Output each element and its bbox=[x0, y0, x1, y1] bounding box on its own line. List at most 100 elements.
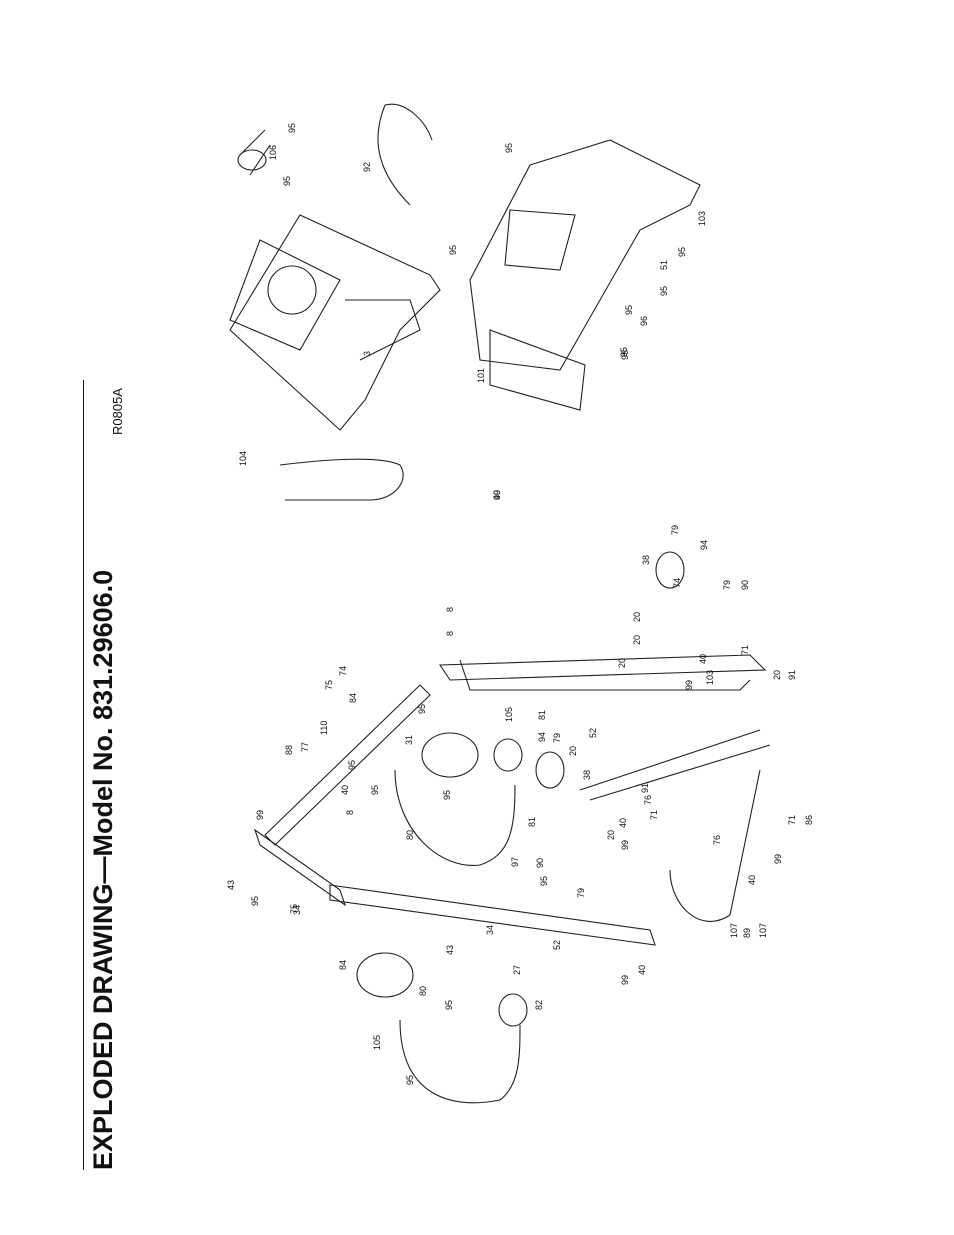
part-callout-20: 20 bbox=[617, 658, 627, 668]
part-callout-38: 38 bbox=[582, 770, 592, 780]
part-callout-88: 88 bbox=[284, 745, 294, 755]
part-callout-43: 43 bbox=[445, 945, 455, 955]
part-callout-76: 76 bbox=[643, 795, 653, 805]
part-callout-75: 75 bbox=[324, 680, 334, 690]
part-callout-31: 31 bbox=[404, 735, 414, 745]
part-callout-71: 71 bbox=[649, 810, 659, 820]
part-callout-74: 74 bbox=[338, 666, 348, 676]
part-callout-27: 27 bbox=[512, 965, 522, 975]
part-callout-106: 106 bbox=[268, 145, 278, 160]
part-callout-52: 52 bbox=[552, 940, 562, 950]
title-divider bbox=[83, 380, 84, 1170]
pod-27-part bbox=[356, 952, 414, 998]
part-callout-3: 3 bbox=[362, 351, 372, 356]
part-callout-96: 96 bbox=[639, 316, 649, 326]
part-callout-95: 95 bbox=[417, 704, 427, 714]
part-callout-101: 101 bbox=[476, 368, 486, 383]
part-callout-110: 110 bbox=[319, 721, 329, 735]
part-callout-80: 80 bbox=[418, 986, 428, 996]
part-callout-91: 91 bbox=[640, 783, 650, 793]
part-callout-79: 79 bbox=[670, 525, 680, 535]
part-callout-95: 95 bbox=[347, 760, 357, 770]
part-callout-95: 95 bbox=[405, 1075, 415, 1085]
wheel-right-part bbox=[655, 551, 685, 589]
part-callout-79: 79 bbox=[552, 733, 562, 743]
part-callout-95: 95 bbox=[620, 350, 630, 360]
part-callout-92: 92 bbox=[362, 162, 372, 172]
part-callout-20: 20 bbox=[632, 612, 642, 622]
side-tube-part bbox=[253, 828, 347, 907]
part-callout-20: 20 bbox=[568, 746, 578, 756]
part-callout-8: 8 bbox=[445, 631, 455, 636]
part-callout-43: 43 bbox=[226, 880, 236, 890]
part-callout-79: 79 bbox=[722, 580, 732, 590]
handlebar-left-part bbox=[399, 1019, 521, 1104]
part-callout-86: 86 bbox=[804, 815, 814, 825]
part-callout-95: 95 bbox=[442, 790, 452, 800]
part-callout-99: 99 bbox=[620, 840, 630, 850]
part-callout-95: 95 bbox=[444, 1000, 454, 1010]
part-callout-105: 105 bbox=[372, 1035, 382, 1050]
part-callout-40: 40 bbox=[747, 875, 757, 885]
part-callout-95: 95 bbox=[539, 876, 549, 886]
part-callout-82: 82 bbox=[534, 1000, 544, 1010]
part-callout-40: 40 bbox=[340, 785, 350, 795]
part-callout-99: 99 bbox=[773, 854, 783, 864]
cup-lower-part bbox=[498, 993, 528, 1027]
part-callout-94: 94 bbox=[537, 732, 547, 742]
part-callout-74: 74 bbox=[672, 578, 682, 588]
part-callout-103: 103 bbox=[697, 211, 707, 226]
part-callout-94: 94 bbox=[699, 540, 709, 550]
part-callout-81: 81 bbox=[527, 817, 537, 827]
part-callout-84: 84 bbox=[338, 960, 348, 970]
part-callout-75: 75 bbox=[289, 904, 299, 914]
part-callout-20: 20 bbox=[772, 670, 782, 680]
part-callout-76: 76 bbox=[712, 835, 722, 845]
part-callout-34: 34 bbox=[485, 925, 495, 935]
part-callout-97: 97 bbox=[510, 857, 520, 867]
part-callout-20: 20 bbox=[606, 830, 616, 840]
part-callout-95: 95 bbox=[504, 143, 514, 153]
part-callout-40: 40 bbox=[698, 654, 708, 664]
part-callout-8: 8 bbox=[345, 810, 355, 815]
part-callout-40: 40 bbox=[492, 490, 502, 500]
cable-part bbox=[377, 103, 433, 206]
part-callout-79: 79 bbox=[576, 888, 586, 898]
part-callout-95: 95 bbox=[287, 123, 297, 133]
wheel-left-part bbox=[535, 751, 565, 789]
part-callout-95: 95 bbox=[250, 896, 260, 906]
part-callout-84: 84 bbox=[348, 693, 358, 703]
part-callout-90: 90 bbox=[535, 858, 545, 868]
part-callout-99: 99 bbox=[684, 680, 694, 690]
part-callout-81: 81 bbox=[537, 710, 547, 720]
part-callout-95: 95 bbox=[448, 245, 458, 255]
part-callout-40: 40 bbox=[618, 818, 628, 828]
part-callout-107: 107 bbox=[758, 923, 768, 938]
part-callout-40: 40 bbox=[637, 965, 647, 975]
pod-31-part bbox=[421, 732, 479, 778]
motor-hood-part bbox=[469, 139, 701, 411]
part-callout-107: 107 bbox=[729, 923, 739, 938]
part-callout-80: 80 bbox=[405, 830, 415, 840]
part-callout-71: 71 bbox=[787, 815, 797, 825]
part-callout-89: 89 bbox=[742, 928, 752, 938]
part-callout-20: 20 bbox=[632, 635, 642, 645]
part-callout-91: 91 bbox=[787, 670, 797, 680]
part-callout-8: 8 bbox=[445, 607, 455, 612]
upright-frame-part bbox=[329, 654, 771, 946]
part-callout-99: 99 bbox=[620, 975, 630, 985]
part-callout-104: 104 bbox=[238, 451, 248, 466]
belt-part bbox=[279, 458, 404, 501]
part-callout-34: 34 bbox=[292, 905, 302, 915]
part-callout-95: 95 bbox=[677, 247, 687, 257]
part-callout-105: 105 bbox=[504, 707, 514, 722]
cup-upper-part bbox=[493, 738, 523, 772]
part-callout-95: 95 bbox=[624, 305, 634, 315]
part-callout-95: 95 bbox=[282, 176, 292, 186]
part-callout-95: 95 bbox=[619, 347, 629, 357]
part-callout-77: 77 bbox=[300, 742, 310, 752]
part-callout-51: 51 bbox=[659, 260, 669, 270]
part-callout-99: 99 bbox=[492, 490, 502, 500]
part-callout-95: 95 bbox=[370, 785, 380, 795]
part-callout-90: 90 bbox=[740, 580, 750, 590]
